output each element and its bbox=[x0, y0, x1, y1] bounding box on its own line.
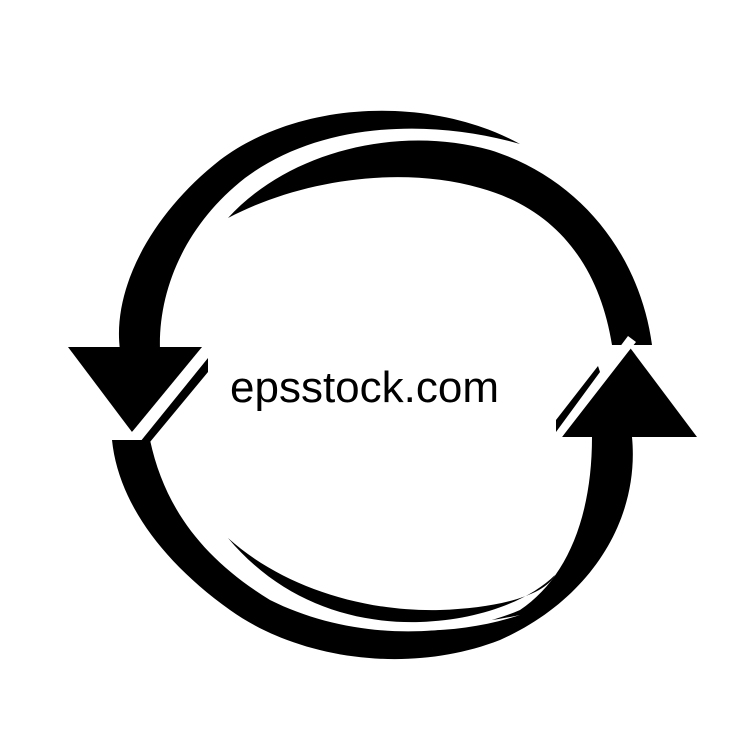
bottom-outer-arc bbox=[112, 437, 633, 660]
right-arrow-shadow bbox=[556, 366, 600, 432]
top-inner-arc bbox=[228, 140, 652, 345]
bottom-tail-arc bbox=[360, 612, 530, 645]
left-arrow-highlight bbox=[126, 352, 208, 442]
top-outer-arc bbox=[118, 110, 520, 350]
right-arrow-highlight bbox=[556, 336, 636, 437]
logo-text: epsstock.com bbox=[230, 363, 499, 412]
left-arrow-shadow bbox=[140, 358, 208, 442]
right-arrow-head bbox=[562, 345, 697, 437]
left-arrow-head bbox=[68, 347, 202, 432]
